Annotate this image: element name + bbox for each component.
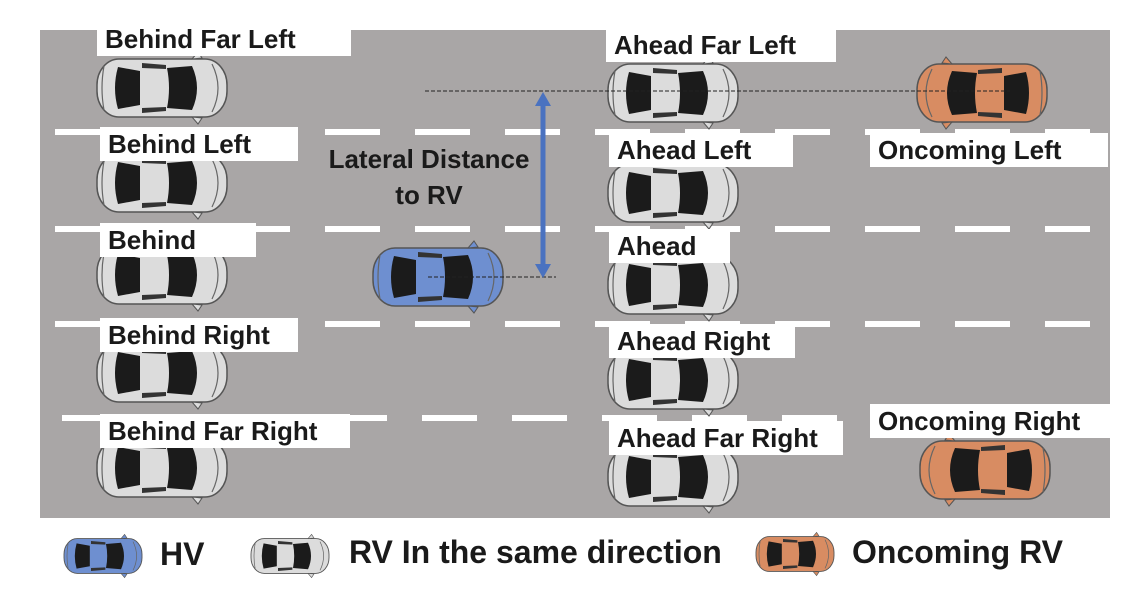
label-behind-right: Behind Right — [100, 318, 298, 352]
legend-hv-label: HV — [160, 536, 205, 572]
car-ahead-far-left — [607, 56, 739, 130]
label-behind: Behind — [100, 223, 256, 257]
car-oncoming-left — [917, 57, 1047, 129]
legend-hv-car-icon — [63, 533, 143, 579]
legend-oncoming-label: Oncoming RV — [852, 534, 1063, 570]
label-ahead-right: Ahead Right — [609, 324, 795, 358]
car-behind-far-left — [96, 51, 228, 125]
label-oncoming-left: Oncoming Left — [870, 133, 1108, 167]
lateral-distance-arrow — [535, 92, 551, 278]
lateral-distance-label-line1: Lateral Distance — [328, 144, 530, 174]
label-behind-left: Behind Left — [100, 127, 298, 161]
legend-rv-car-icon — [250, 533, 330, 579]
label-ahead: Ahead — [609, 229, 730, 263]
label-oncoming-right: Oncoming Right — [870, 404, 1112, 438]
label-behind-far-left: Behind Far Left — [97, 22, 351, 56]
lateral-distance-label: Lateral Distance to RV — [318, 141, 540, 213]
legend-oncoming-car-icon — [755, 531, 835, 577]
car-ahead-left — [607, 156, 739, 230]
label-ahead-far-right: Ahead Far Right — [609, 421, 843, 455]
label-ahead-left: Ahead Left — [609, 133, 793, 167]
lateral-distance-label-line2: to RV — [395, 180, 463, 210]
label-behind-far-right: Behind Far Right — [100, 414, 350, 448]
car-oncoming-right — [920, 434, 1050, 506]
legend-rv-label: RV In the same direction — [349, 534, 722, 570]
label-ahead-far-left: Ahead Far Left — [606, 28, 836, 62]
